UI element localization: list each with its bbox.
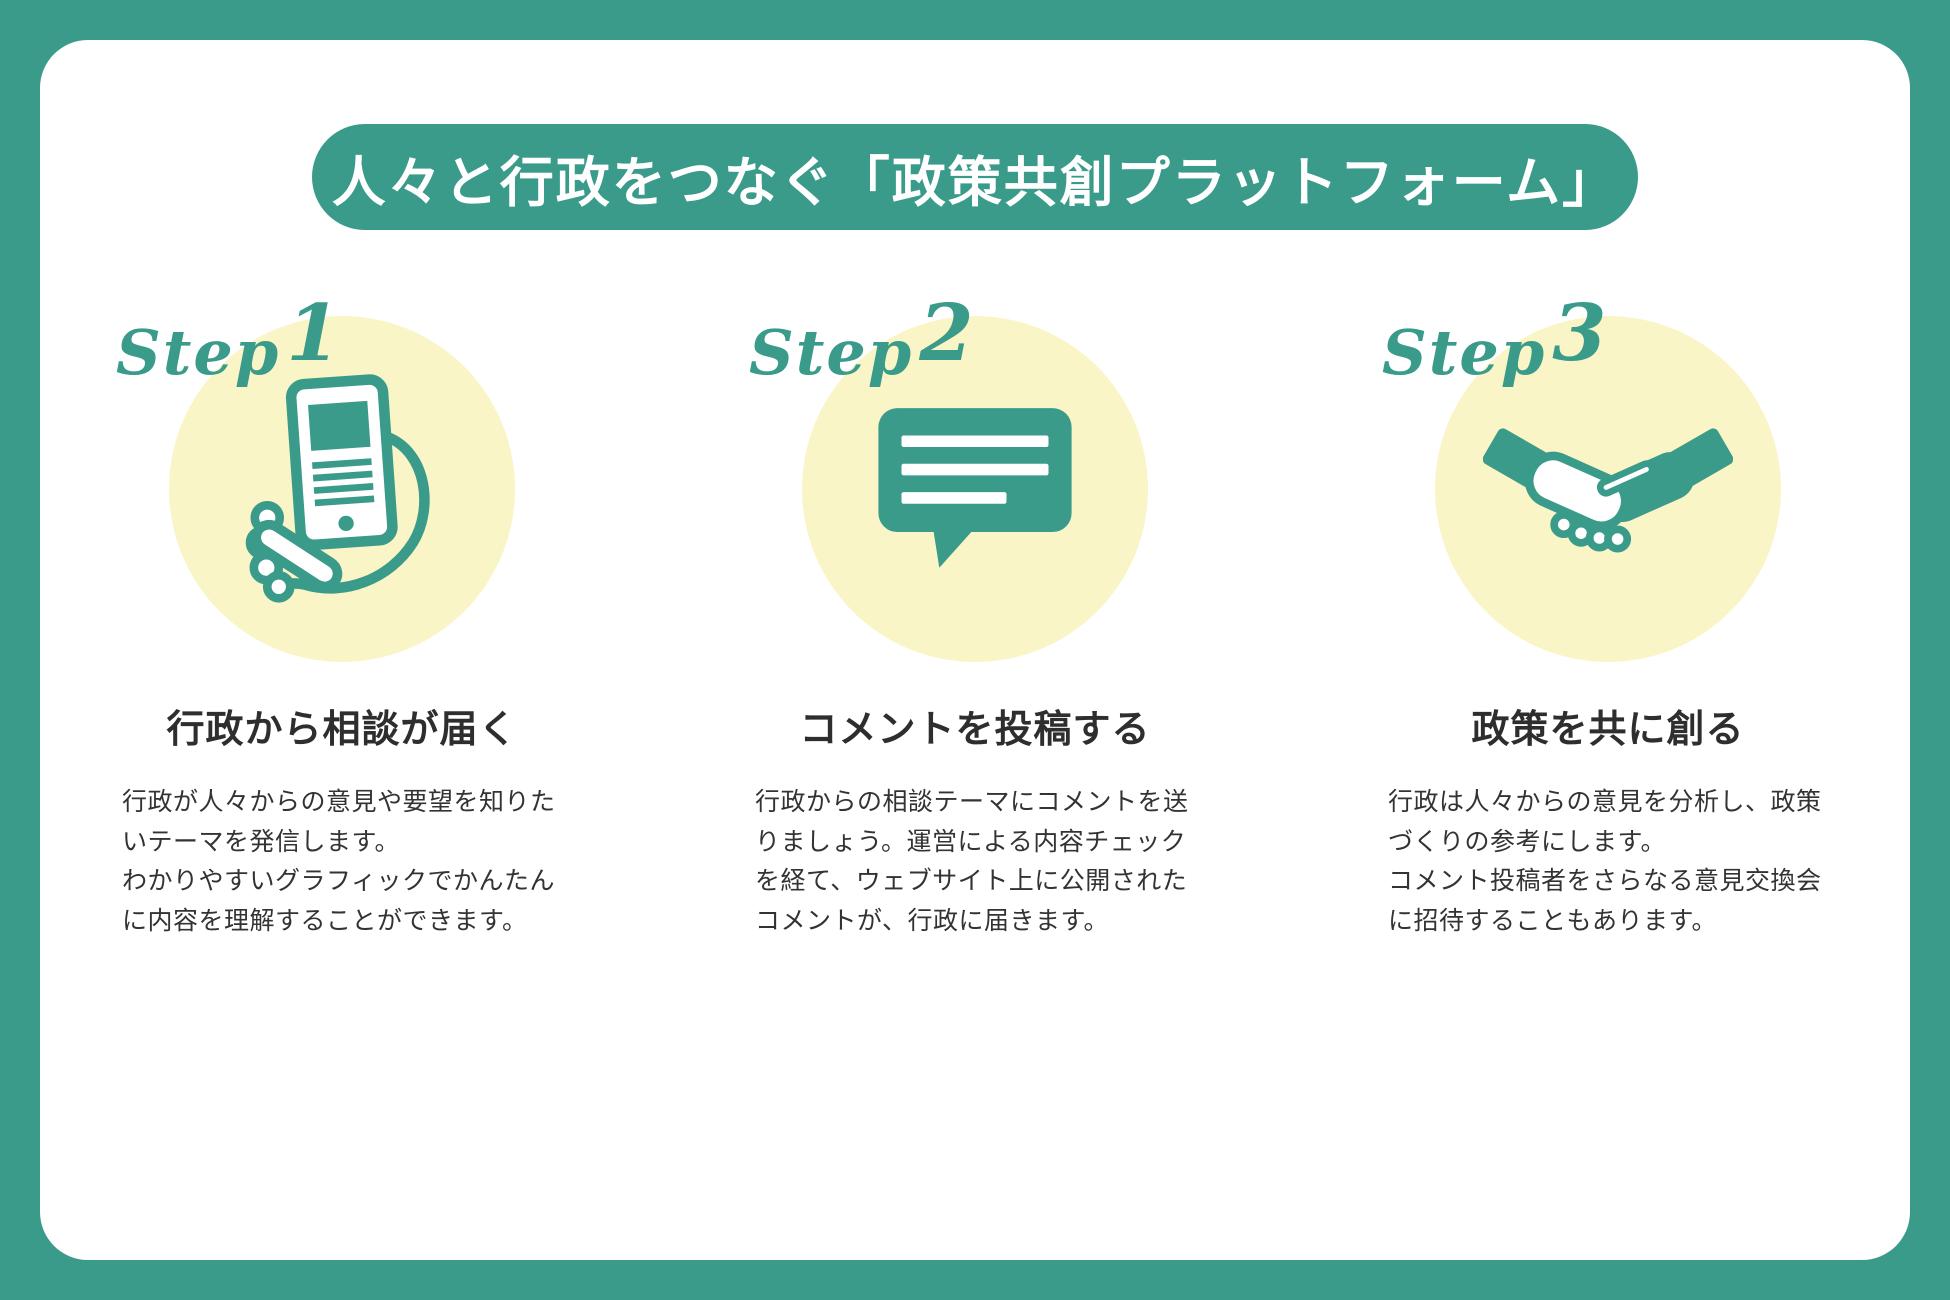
step-2-label: Step2 [749,288,974,393]
step-1-title: 行政から相談が届く [166,709,518,751]
step-2-title: コメントを投稿する [799,709,1151,751]
smartphone-in-hand-icon [245,374,430,603]
step-1-label-number: 1 [286,288,341,379]
step-3-circle [1435,316,1781,662]
step-2-circle [802,316,1148,662]
step-3-title: 政策を共に創る [1471,709,1745,751]
step-1: Step1 [116,288,562,941]
step-3-label-word: Step [1382,316,1547,389]
step-2: Step2 コメントを投稿する 行政からの相談テーマにコメントを送りましょう。運… [749,288,1195,941]
step-2-description: 行政からの相談テーマにコメントを送りましょう。運営による内容チェックを経て、ウェ… [755,788,1189,935]
step-1-label-word: Step [116,316,281,389]
step-3-label: Step3 [1382,288,1607,393]
step-1-description: 行政が人々からの意見や要望を知りたいテーマを発信します。 わかりやすいグラフィッ… [122,788,556,935]
step-3: Step3 [1382,288,1828,941]
step-1-label: Step1 [116,288,341,393]
handshake-icon [1483,428,1733,553]
content-card: 人々と行政をつなぐ「政策共創プラットフォーム」 Step1 [40,40,1910,1260]
step-2-label-word: Step [749,316,914,389]
header-banner: 人々と行政をつなぐ「政策共創プラットフォーム」 [312,124,1638,230]
speech-bubble-icon [878,408,1072,568]
step-3-description: 行政は人々からの意見を分析し、政策づくりの参考にします。 コメント投稿者をさらな… [1388,788,1822,935]
steps-row: Step1 [40,288,1910,941]
step-3-label-number: 3 [1552,288,1607,379]
step-2-label-number: 2 [919,288,974,379]
page-title: 人々と行政をつなぐ「政策共創プラットフォーム」 [331,152,1619,213]
step-1-circle [169,316,515,662]
